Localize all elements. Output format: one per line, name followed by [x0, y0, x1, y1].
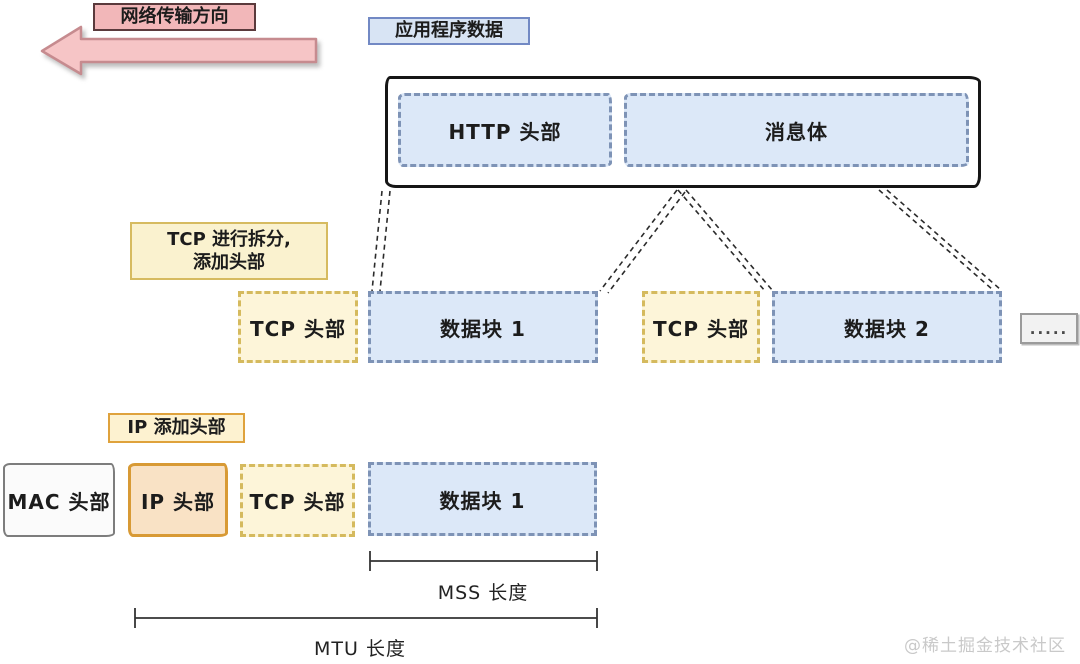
- data-chunk-1-box-bottom: 数据块 1: [368, 462, 597, 536]
- mss-length-label: MSS 长度: [437, 582, 529, 604]
- ip-add-header-label: IP 添加头部: [108, 413, 245, 443]
- tcp-split-label-line1: TCP 进行拆分,: [167, 228, 291, 250]
- mss-bracket: [369, 551, 598, 571]
- tcp-split-label: TCP 进行拆分, 添加头部: [130, 222, 328, 280]
- more-chunks-box: .....: [1020, 313, 1078, 344]
- tcp-header-box-1: TCP 头部: [238, 291, 358, 363]
- http-header-box: HTTP 头部: [398, 93, 612, 167]
- app-data-label: 应用程序数据: [368, 17, 530, 45]
- ip-header-box: IP 头部: [128, 463, 228, 537]
- message-body-box: 消息体: [624, 93, 969, 167]
- mac-header-box: MAC 头部: [3, 463, 115, 537]
- tcp-header-box-2: TCP 头部: [642, 291, 760, 363]
- tcp-split-label-line2: 添加头部: [193, 252, 265, 273]
- mtu-length-label: MTU 长度: [314, 638, 406, 660]
- direction-left-arrow-icon: [40, 25, 318, 76]
- watermark: @稀土掘金技术社区: [904, 636, 1066, 656]
- network-direction-label: 网络传输方向: [93, 3, 256, 31]
- app-data-box: HTTP 头部 消息体: [385, 76, 981, 188]
- tcp-header-box-3: TCP 头部: [240, 464, 355, 537]
- data-chunk-2-box: 数据块 2: [772, 291, 1002, 363]
- data-chunk-1-box: 数据块 1: [368, 291, 598, 363]
- connector-lines: [371, 189, 1002, 294]
- mtu-bracket: [134, 608, 598, 628]
